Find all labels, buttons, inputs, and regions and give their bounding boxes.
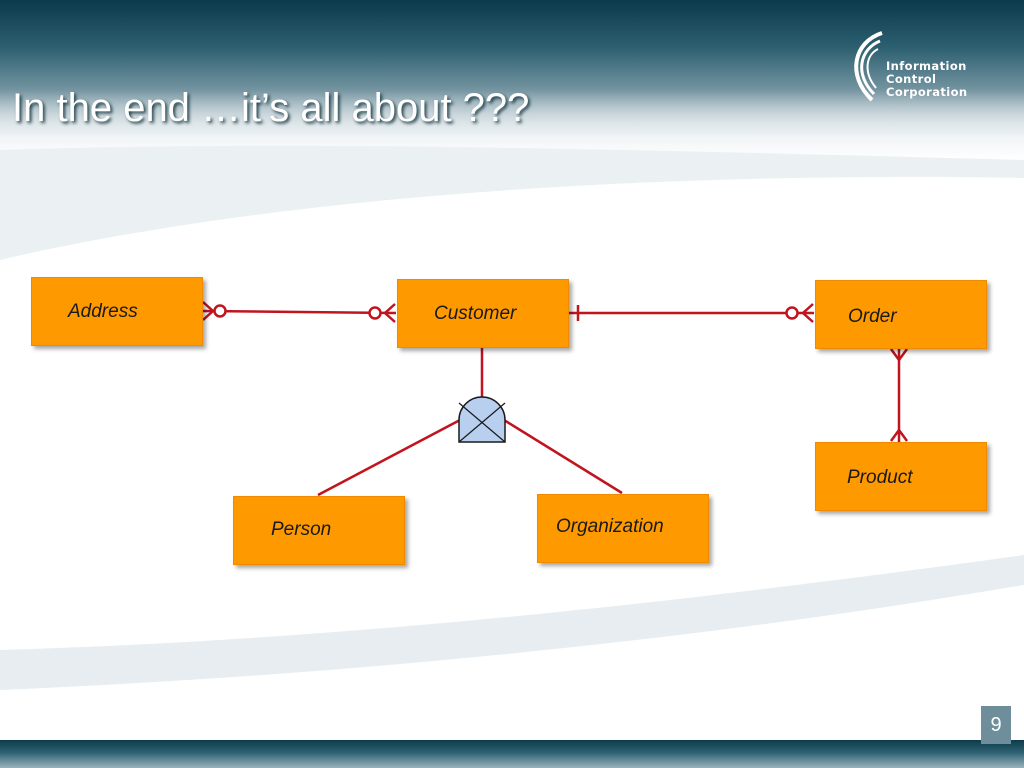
relation-subtype-person	[317, 418, 461, 497]
subtype-symbol-icon	[458, 396, 506, 443]
optional-circle-order	[785, 306, 799, 320]
optional-circle-customer	[368, 306, 382, 320]
entity-product-label: Product	[847, 467, 913, 488]
crowfoot-order-bottom	[889, 348, 909, 363]
footer-bar	[0, 740, 1024, 768]
page-number: 9	[981, 706, 1011, 744]
entity-person[interactable]: Person	[233, 496, 405, 565]
relation-subtype-organization	[503, 418, 623, 495]
crowfoot-order-end	[801, 303, 814, 323]
entity-order[interactable]: Order	[815, 280, 987, 349]
entity-organization[interactable]: Organization	[537, 494, 709, 563]
crowfoot-customer-end	[383, 303, 396, 323]
entity-order-label: Order	[848, 306, 897, 327]
entity-customer-label: Customer	[434, 303, 517, 324]
logo-text: Information Control Corporation	[886, 60, 968, 99]
entity-customer[interactable]: Customer	[397, 279, 569, 348]
entity-product[interactable]: Product	[815, 442, 987, 511]
logo-line-information: Information	[886, 59, 967, 73]
crowfoot-product-top	[889, 427, 909, 442]
entity-organization-label: Organization	[556, 516, 664, 537]
entity-person-label: Person	[271, 519, 332, 540]
crowfoot-address-end	[202, 301, 215, 321]
entity-address[interactable]: Address	[31, 277, 203, 346]
relation-address-customer	[201, 309, 397, 315]
slide-title: In the end …it’s all about ???	[12, 86, 530, 130]
entity-address-label: Address	[68, 301, 138, 322]
logo-line-corporation: Corporation	[886, 85, 968, 99]
logo-line-control: Control	[886, 72, 937, 86]
optional-circle-address	[213, 304, 227, 318]
company-logo: Information Control Corporation	[844, 30, 984, 102]
logo-arc-icon	[854, 31, 883, 102]
